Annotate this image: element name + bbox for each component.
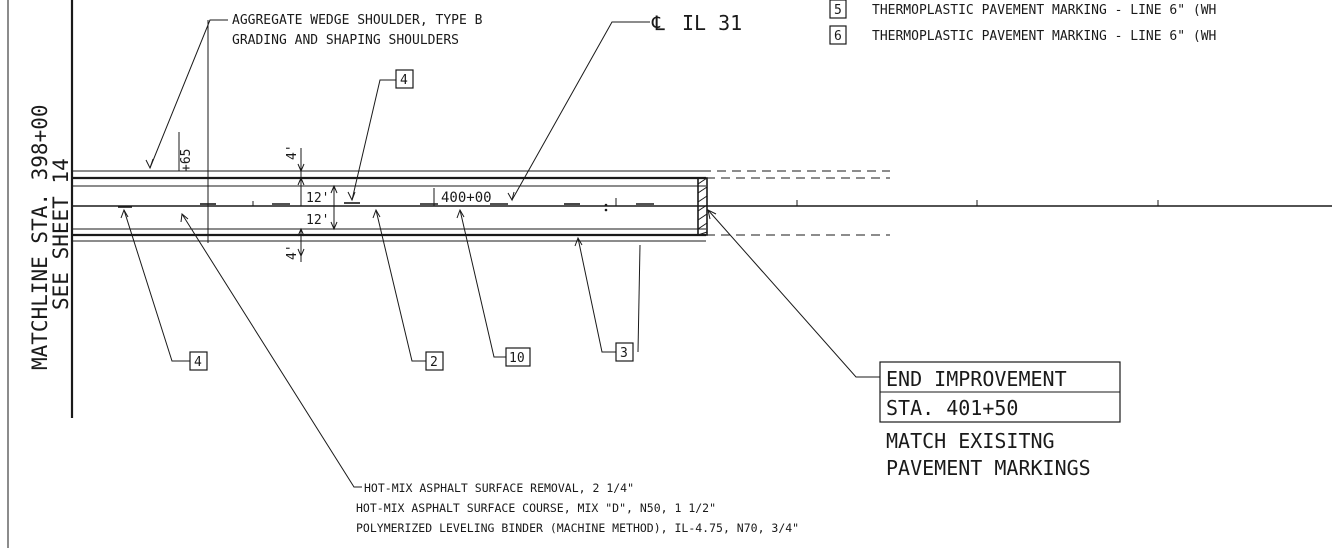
dim-shoulder-bottom: 4' (285, 244, 300, 260)
asphalt-note-line3: POLYMERIZED LEVELING BINDER (MACHINE MET… (356, 521, 799, 535)
legend: 5 THERMOPLASTIC PAVEMENT MARKING - LINE … (829, 0, 1216, 45)
match-existing-line1: MATCH EXISITNG (886, 429, 1055, 453)
end-improvement-hatch (697, 177, 708, 236)
leaders-bottom (120, 208, 880, 488)
tag-3: 3 (620, 346, 628, 361)
tag-10: 10 (509, 351, 525, 366)
legend-text-5: THERMOPLASTIC PAVEMENT MARKING - LINE 6"… (872, 3, 1216, 18)
leaders-top (145, 19, 650, 243)
legend-key-6: 6 (834, 29, 842, 44)
station-400-label: 400+00 (441, 190, 492, 206)
match-existing-line2: PAVEMENT MARKINGS (886, 456, 1091, 480)
asphalt-note-line1: HOT-MIX ASPHALT SURFACE REMOVAL, 2 1/4" (364, 481, 634, 495)
shoulder-callout-line1: AGGREGATE WEDGE SHOULDER, TYPE B (232, 13, 483, 28)
centerline-skip-dashes (118, 202, 654, 212)
matchline-sheet-reference: SEE SHEET 14 (49, 158, 73, 310)
matchline-label: MATCHLINE STA. 398+00 (28, 104, 52, 370)
tag-4-top: 4 (400, 73, 408, 88)
shoulder-callout-line2: GRADING AND SHAPING SHOULDERS (232, 33, 459, 48)
end-improvement-station: STA. 401+50 (886, 396, 1018, 420)
dim-lane-top: 12' (306, 191, 329, 206)
tag-2: 2 (430, 355, 438, 370)
dimensions: 4' 12' 12' 4' (285, 144, 338, 262)
asphalt-note-line2: HOT-MIX ASPHALT SURFACE COURSE, MIX "D",… (356, 501, 716, 515)
end-improvement-title: END IMPROVEMENT (886, 367, 1067, 391)
dim-lane-bottom: 12' (306, 213, 329, 228)
centerline-symbol: ℄ (651, 11, 665, 35)
legend-key-5: 5 (834, 3, 842, 18)
dim-shoulder-top: 4' (285, 144, 300, 160)
legend-text-6: THERMOPLASTIC PAVEMENT MARKING - LINE 6"… (872, 29, 1216, 44)
centerline-label: IL 31 (682, 11, 742, 35)
tag-4-bottom: 4 (194, 355, 202, 370)
roadway (72, 132, 1332, 242)
station-offset-label: +65 (179, 149, 194, 172)
